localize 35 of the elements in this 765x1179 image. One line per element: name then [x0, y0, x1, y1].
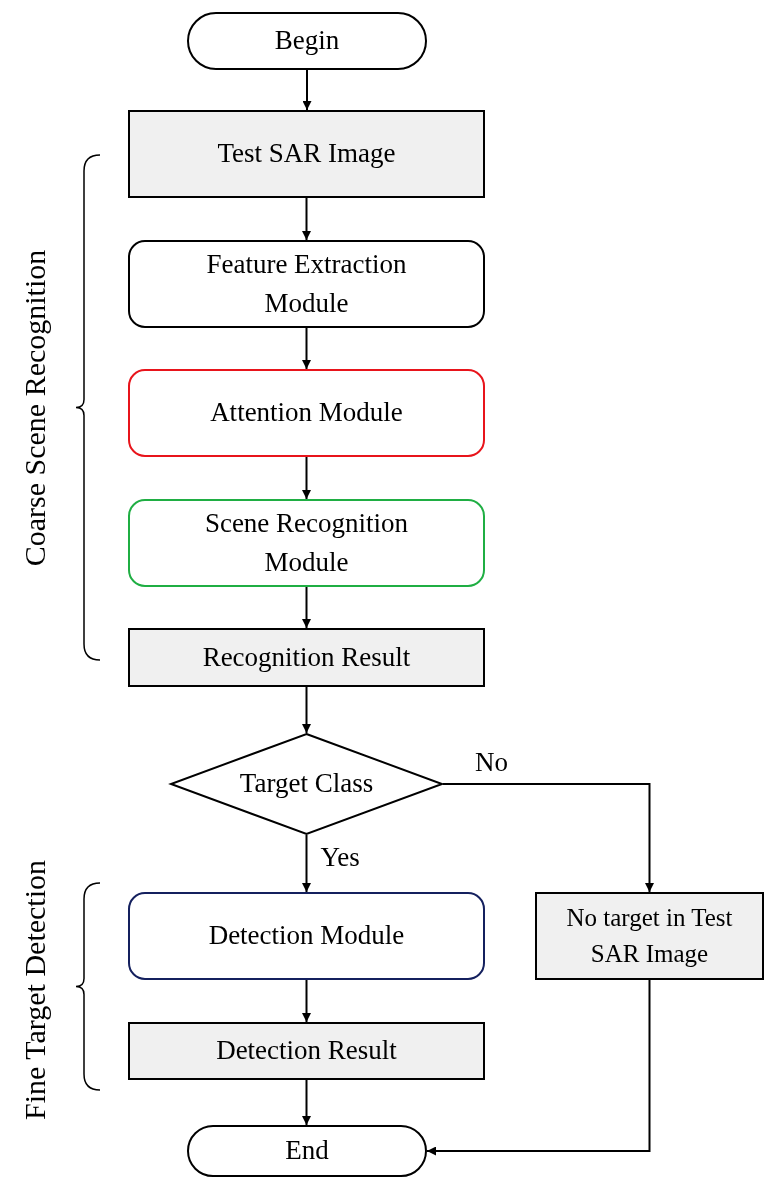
node-label: Target Class — [238, 767, 375, 801]
arrow — [302, 686, 311, 734]
result-box — [128, 628, 485, 687]
process-box — [128, 369, 485, 457]
node-label: End — [284, 1134, 330, 1168]
node-label: Test SAR Image — [216, 137, 397, 171]
node-label: Scene Recognition Module — [203, 506, 410, 579]
arrow — [442, 783, 654, 893]
output-box — [535, 892, 764, 980]
process-box — [128, 240, 485, 328]
arrow — [302, 586, 311, 629]
section-label: Fine Target Detection — [17, 859, 51, 1121]
arrow — [302, 197, 311, 241]
input-box — [128, 110, 485, 198]
start-terminal — [187, 12, 427, 70]
process-box — [128, 892, 485, 980]
arrow — [426, 979, 651, 1156]
end-terminal — [187, 1125, 427, 1177]
node-label: Detection Result — [215, 1034, 398, 1068]
node-label: Attention Module — [209, 396, 404, 430]
node-label: Recognition Result — [201, 640, 412, 674]
node-label: Feature Extraction Module — [205, 247, 408, 320]
decision-diamond — [170, 733, 443, 835]
arrow — [302, 834, 311, 893]
arrow — [302, 69, 312, 111]
arrow — [302, 456, 311, 500]
section-label: Coarse Scene Recognition — [17, 249, 51, 567]
arrow — [302, 1079, 311, 1126]
node-label: Begin — [273, 24, 341, 58]
node-label: Detection Module — [207, 919, 406, 953]
arrow — [302, 979, 311, 1023]
node-label: No target in Test SAR Image — [565, 902, 734, 969]
arrow — [302, 327, 311, 370]
process-box — [128, 499, 485, 587]
result-box — [128, 1022, 485, 1080]
